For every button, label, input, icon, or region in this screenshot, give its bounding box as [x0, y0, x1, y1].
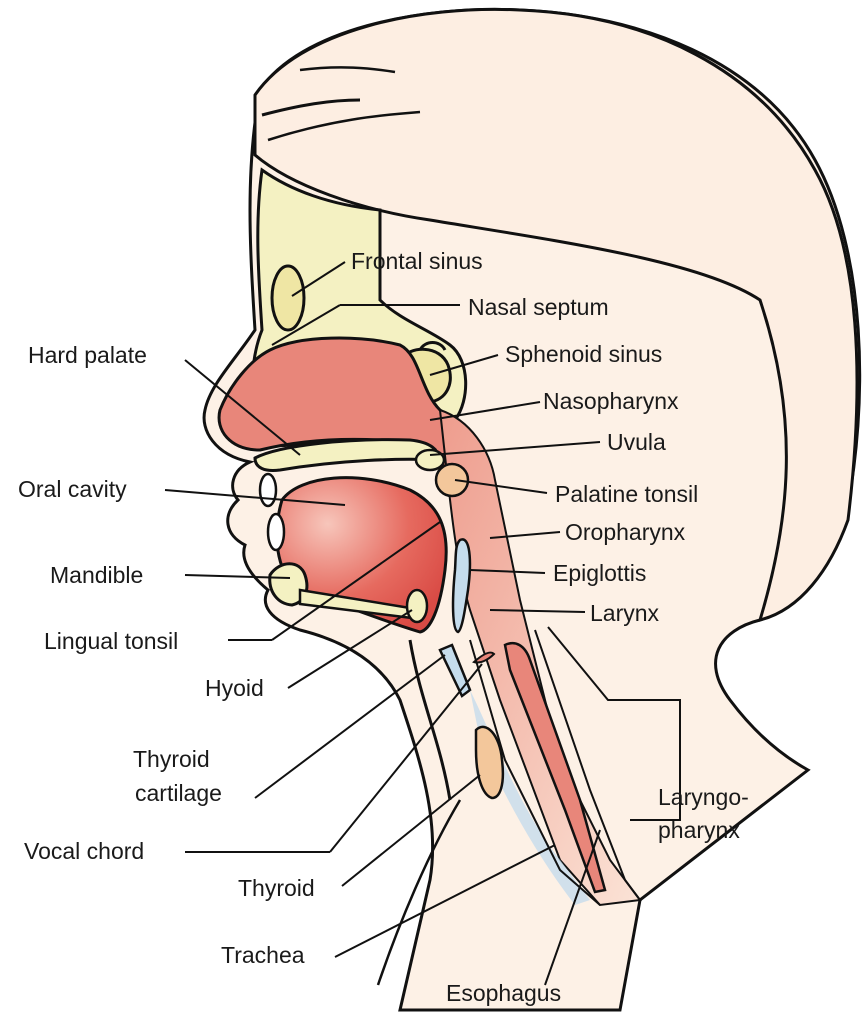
label-hard-palate: Hard palate	[28, 342, 147, 368]
label-nasal-septum: Nasal septum	[468, 294, 609, 320]
epiglottis-shape	[451, 538, 472, 634]
label-lingual-tonsil: Lingual tonsil	[44, 628, 179, 654]
label-thyroid: Thyroid	[238, 875, 315, 901]
label-thyroid-cartilage-line2: cartilage	[135, 780, 222, 806]
label-vocal-chord: Vocal chord	[24, 838, 145, 864]
hyoid-shape	[405, 588, 429, 624]
label-laryngopharynx-line2: pharynx	[658, 817, 740, 843]
label-frontal-sinus: Frontal sinus	[351, 248, 483, 274]
uvula-shape	[414, 448, 446, 472]
label-esophagus: Esophagus	[446, 980, 562, 1006]
vocal-chord-shape	[472, 651, 496, 664]
label-oral-cavity: Oral cavity	[18, 476, 127, 502]
label-uvula: Uvula	[607, 429, 666, 455]
frontal-sinus-shape	[270, 264, 306, 332]
label-palatine-tonsil: Palatine tonsil	[555, 481, 699, 507]
label-mandible: Mandible	[50, 562, 144, 588]
label-nasopharynx: Nasopharynx	[543, 388, 679, 414]
label-trachea: Trachea	[221, 942, 305, 968]
label-epiglottis: Epiglottis	[553, 560, 647, 586]
label-larynx: Larynx	[590, 600, 660, 626]
label-sphenoid-sinus: Sphenoid sinus	[505, 341, 663, 367]
label-laryngopharynx-line1: Laryngo-	[658, 784, 749, 810]
label-oropharynx: Oropharynx	[565, 519, 686, 545]
hair	[253, 7, 859, 623]
esophagus-shape	[503, 641, 607, 894]
label-thyroid-cartilage-line1: Thyroid	[133, 746, 210, 772]
leader-lines	[164, 261, 681, 986]
palatine-tonsil-shape	[434, 462, 470, 498]
label-hyoid: Hyoid	[205, 675, 264, 701]
